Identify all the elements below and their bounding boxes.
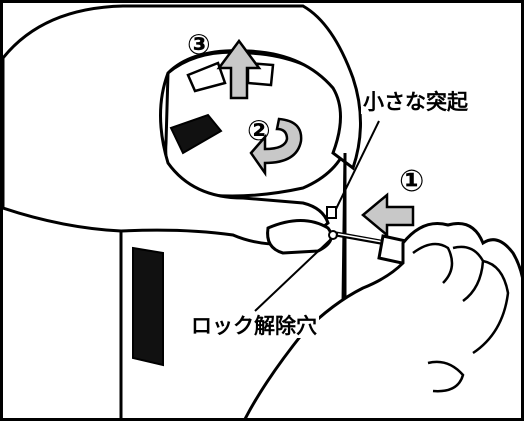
up-arrow xyxy=(216,38,262,100)
left-arrow xyxy=(361,192,415,238)
upper-hand xyxy=(3,4,362,246)
small-protrusion-label: 小さな突起 xyxy=(361,90,470,114)
device-window xyxy=(132,246,164,367)
lock-release-hole-label: ロック解除穴 xyxy=(189,314,319,338)
small-protrusion xyxy=(326,206,337,219)
cap-grip-left xyxy=(186,61,227,93)
lock-release-hole xyxy=(328,230,338,240)
illustration xyxy=(3,4,521,418)
leader-hole xyxy=(254,238,332,312)
lower-hand xyxy=(243,222,521,418)
cap-opening xyxy=(169,113,223,155)
step-1-marker: ① xyxy=(399,164,425,199)
leader-protrusion xyxy=(335,120,380,210)
step-2-marker: ② xyxy=(247,114,271,147)
step-3-marker: ③ xyxy=(187,28,211,61)
rotate-arrow xyxy=(249,117,303,177)
